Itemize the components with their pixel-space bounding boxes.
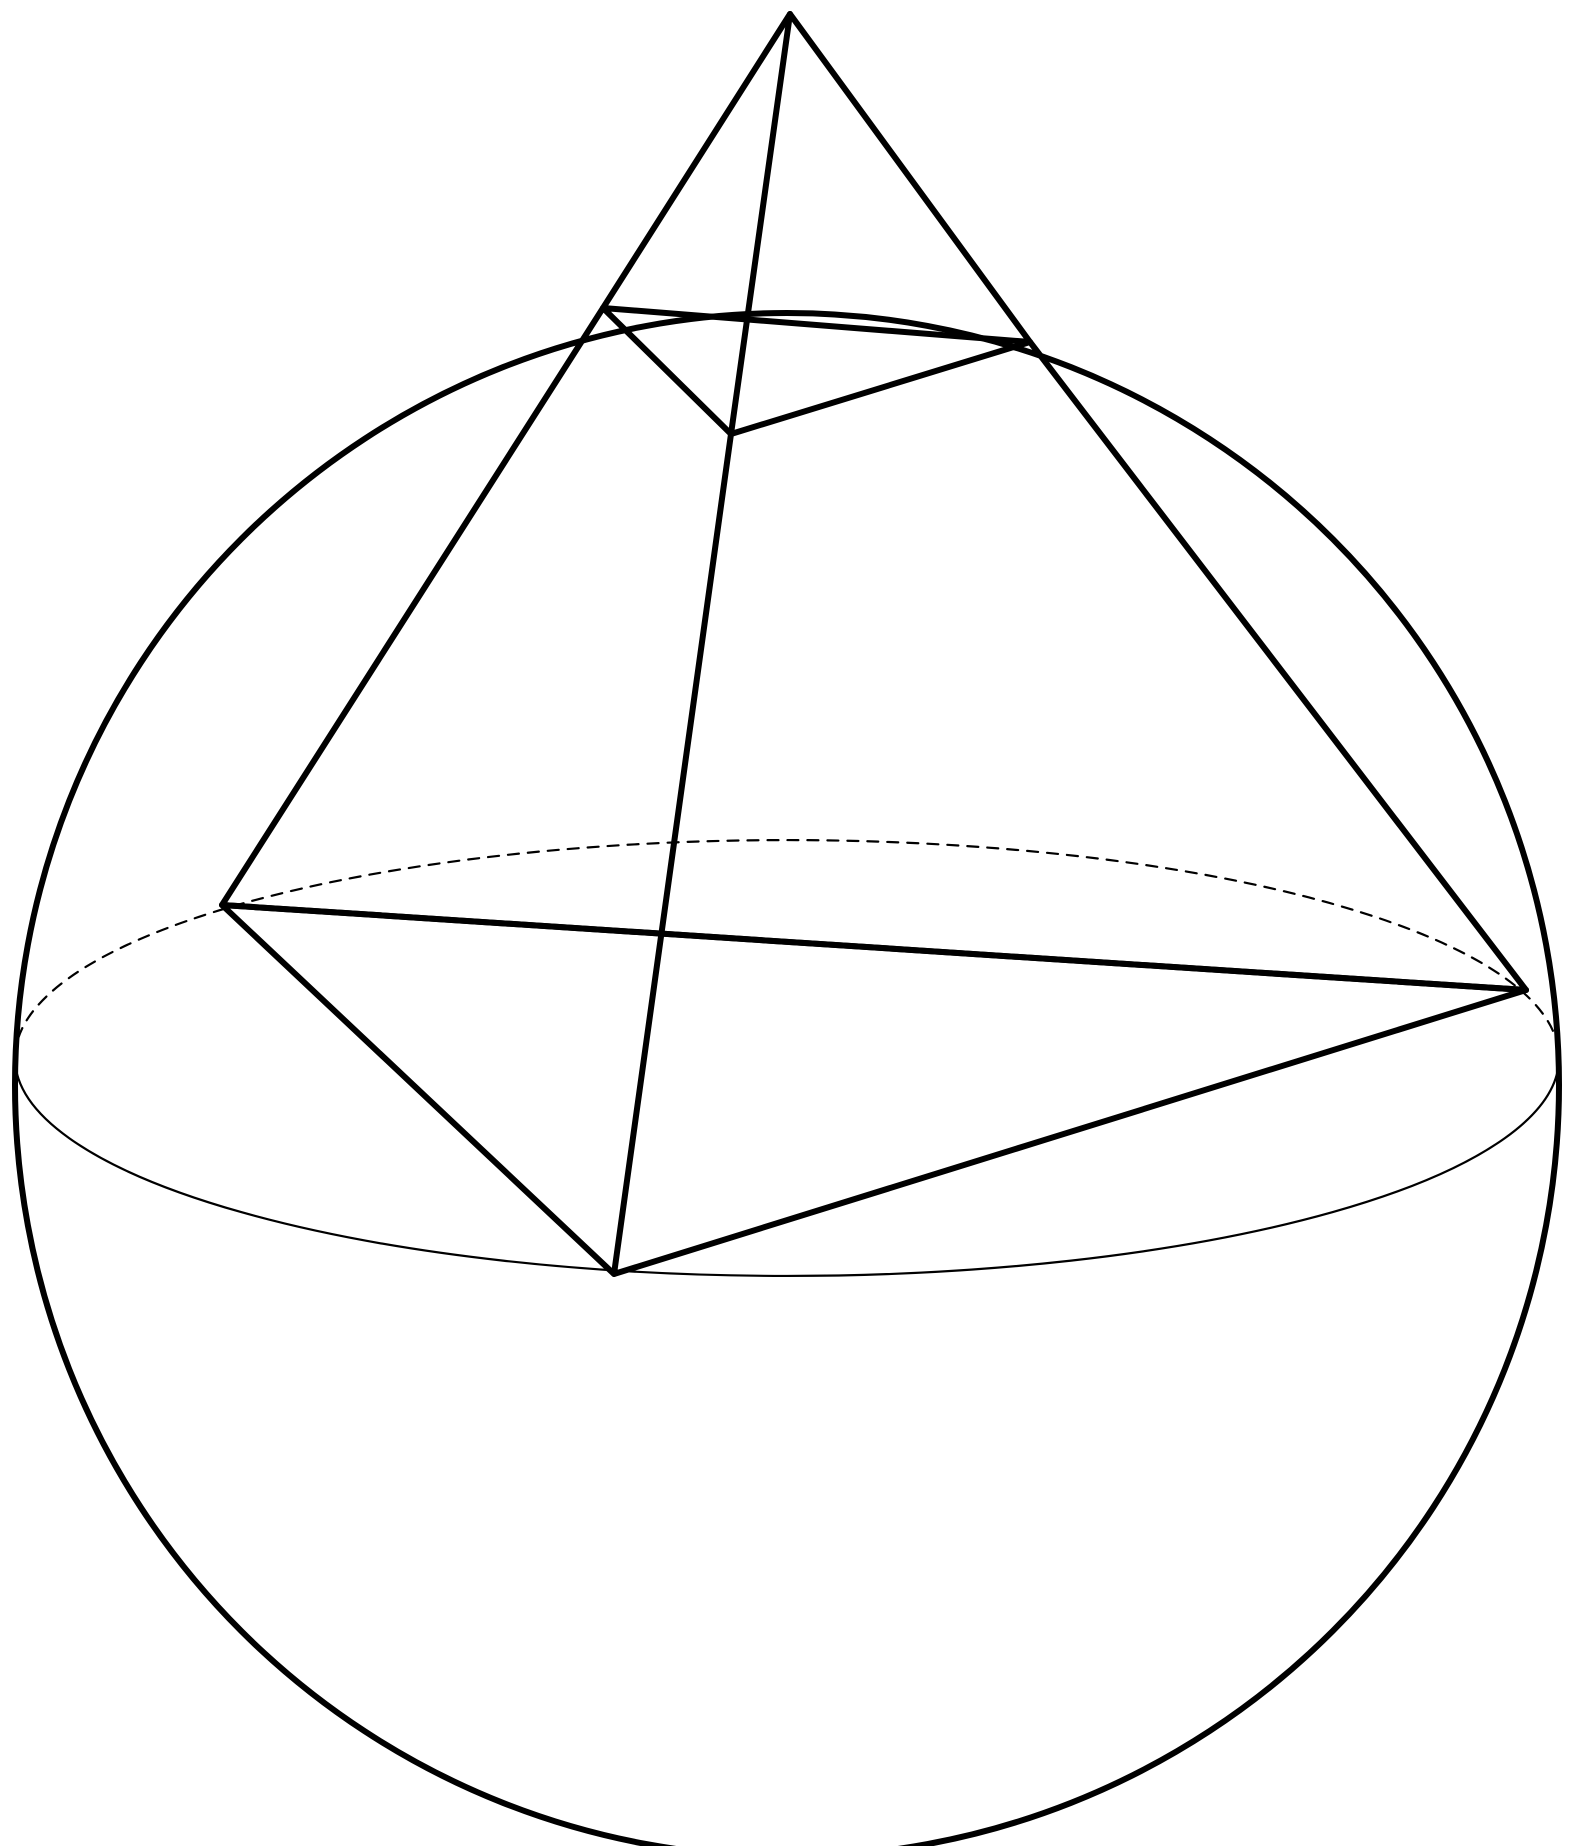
apex-line-right (787, 11, 1033, 345)
lateral-edge-right (1027, 339, 1529, 993)
apex-line-center (728, 11, 793, 437)
equator-front (13, 1056, 1561, 1278)
lateral-edge-left (219, 305, 606, 908)
apex-line-left (600, 11, 793, 311)
lateral-edge-front (611, 431, 734, 1277)
figure-strokes (12, 11, 1562, 1846)
top-square (600, 305, 1033, 437)
base-square-back-edge (219, 902, 1529, 993)
base-square (219, 902, 1529, 1277)
equator-back-dashed (13, 838, 1561, 1060)
sphere-outline (12, 310, 1562, 1846)
